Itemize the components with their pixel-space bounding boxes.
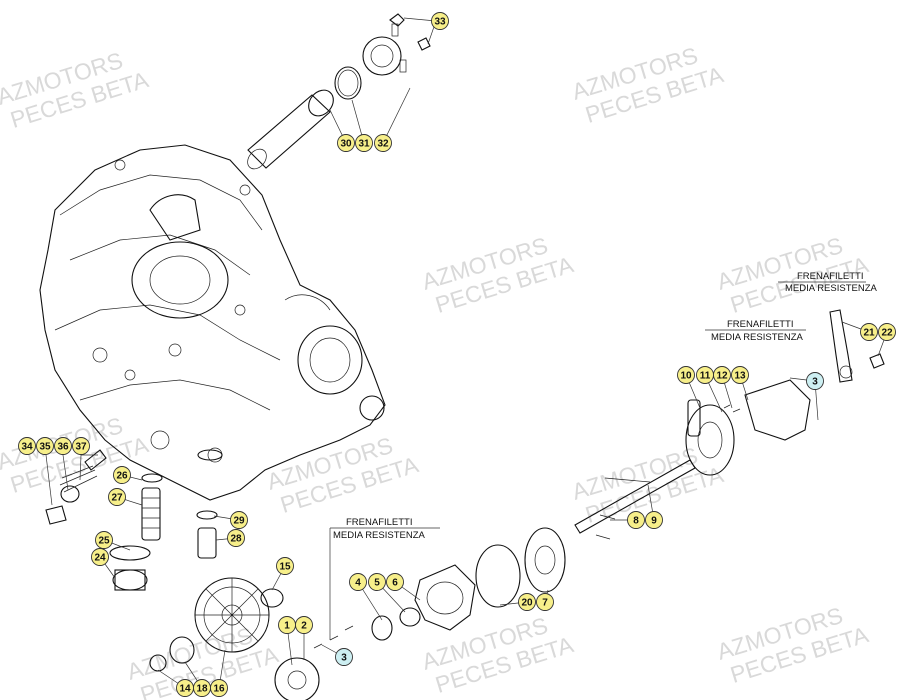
svg-text:8: 8 bbox=[633, 516, 639, 527]
pump-cover-group bbox=[313, 527, 566, 649]
pump-shaft-group bbox=[574, 379, 811, 540]
svg-text:9: 9 bbox=[651, 516, 657, 527]
svg-text:10: 10 bbox=[680, 371, 692, 382]
callout-2: 2 bbox=[295, 616, 313, 634]
note-line2: MEDIA RESISTENZA bbox=[333, 530, 426, 541]
callout-12: 12 bbox=[713, 366, 731, 384]
note-middle-right: FRENAFILETTI MEDIA RESISTENZA bbox=[705, 319, 806, 343]
callout-33: 33 bbox=[431, 12, 449, 30]
callout-18: 18 bbox=[193, 679, 211, 697]
callout-3-right: 3 bbox=[806, 372, 824, 390]
callout-36: 36 bbox=[54, 437, 72, 455]
svg-text:27: 27 bbox=[111, 493, 123, 504]
callout-27: 27 bbox=[108, 488, 126, 506]
svg-text:32: 32 bbox=[377, 139, 389, 150]
svg-text:22: 22 bbox=[881, 328, 893, 339]
note-line2: MEDIA RESISTENZA bbox=[785, 283, 878, 294]
callout-8: 8 bbox=[627, 511, 645, 529]
svg-text:7: 7 bbox=[542, 598, 548, 609]
callout-9: 9 bbox=[645, 511, 663, 529]
callout-26: 26 bbox=[113, 466, 131, 484]
callout-30: 30 bbox=[337, 134, 355, 152]
callout-14: 14 bbox=[176, 679, 194, 697]
svg-text:1: 1 bbox=[284, 621, 290, 632]
svg-text:26: 26 bbox=[116, 471, 128, 482]
svg-text:29: 29 bbox=[233, 516, 245, 527]
svg-text:20: 20 bbox=[521, 598, 533, 609]
svg-text:11: 11 bbox=[700, 371, 711, 382]
callout-6: 6 bbox=[386, 573, 404, 591]
svg-text:3: 3 bbox=[812, 377, 818, 388]
callout-35: 35 bbox=[36, 437, 54, 455]
callout-5: 5 bbox=[368, 573, 386, 591]
svg-text:18: 18 bbox=[196, 684, 208, 695]
callout-32: 32 bbox=[374, 134, 392, 152]
callout-21: 21 bbox=[860, 323, 878, 341]
callout-15: 15 bbox=[276, 557, 294, 575]
callout-16: 16 bbox=[210, 679, 228, 697]
svg-text:16: 16 bbox=[213, 684, 225, 695]
svg-text:6: 6 bbox=[392, 578, 398, 589]
callout-1: 1 bbox=[278, 616, 296, 634]
note-line1: FRENAFILETTI bbox=[346, 517, 413, 528]
callout-11: 11 bbox=[696, 366, 714, 384]
callout-4: 4 bbox=[349, 573, 367, 591]
pressure-relief-parts bbox=[45, 449, 107, 525]
svg-text:3: 3 bbox=[341, 653, 347, 664]
callout-24: 24 bbox=[91, 548, 109, 566]
svg-text:35: 35 bbox=[39, 442, 51, 453]
crankcase bbox=[39, 144, 386, 501]
callout-34: 34 bbox=[18, 437, 36, 455]
svg-text:4: 4 bbox=[355, 578, 361, 589]
callout-3-bottom: 3 bbox=[335, 648, 353, 666]
callout-13: 13 bbox=[731, 366, 749, 384]
svg-text:28: 28 bbox=[230, 534, 242, 545]
svg-text:33: 33 bbox=[434, 17, 446, 28]
callout-31: 31 bbox=[355, 134, 373, 152]
callout-10: 10 bbox=[677, 366, 695, 384]
svg-text:2: 2 bbox=[301, 621, 307, 632]
note-line1: FRENAFILETTI bbox=[727, 319, 794, 330]
oil-filter-assembly bbox=[247, 13, 431, 170]
svg-text:36: 36 bbox=[57, 442, 69, 453]
callout-7: 7 bbox=[536, 593, 554, 611]
note-top-right: FRENAFILETTI MEDIA RESISTENZA bbox=[778, 271, 878, 294]
svg-text:24: 24 bbox=[94, 553, 106, 564]
svg-text:31: 31 bbox=[358, 139, 370, 150]
note-bottom-center: FRENAFILETTI MEDIA RESISTENZA bbox=[329, 517, 440, 640]
svg-text:5: 5 bbox=[374, 578, 380, 589]
note-line2: MEDIA RESISTENZA bbox=[711, 332, 804, 343]
callout-28: 28 bbox=[227, 529, 245, 547]
callout-22: 22 bbox=[878, 323, 896, 341]
svg-text:12: 12 bbox=[716, 371, 728, 382]
note-line1: FRENAFILETTI bbox=[797, 271, 864, 282]
svg-text:13: 13 bbox=[734, 371, 746, 382]
svg-text:25: 25 bbox=[98, 536, 110, 547]
svg-text:14: 14 bbox=[179, 684, 191, 695]
callout-20: 20 bbox=[518, 593, 536, 611]
callout-25: 25 bbox=[95, 531, 113, 549]
oil-pump-shafts bbox=[109, 449, 223, 591]
svg-text:15: 15 bbox=[279, 562, 291, 573]
callouts: 33 30 31 32 34 35 36 37 26 27 25 24 29 2… bbox=[18, 12, 896, 697]
bracket-group bbox=[829, 309, 885, 383]
callout-37: 37 bbox=[72, 437, 90, 455]
svg-text:37: 37 bbox=[75, 442, 87, 453]
svg-text:30: 30 bbox=[340, 139, 352, 150]
gear-group bbox=[149, 577, 320, 700]
svg-text:34: 34 bbox=[21, 442, 33, 453]
callout-29: 29 bbox=[230, 511, 248, 529]
svg-text:21: 21 bbox=[863, 328, 875, 339]
leader-lines bbox=[45, 17, 888, 689]
